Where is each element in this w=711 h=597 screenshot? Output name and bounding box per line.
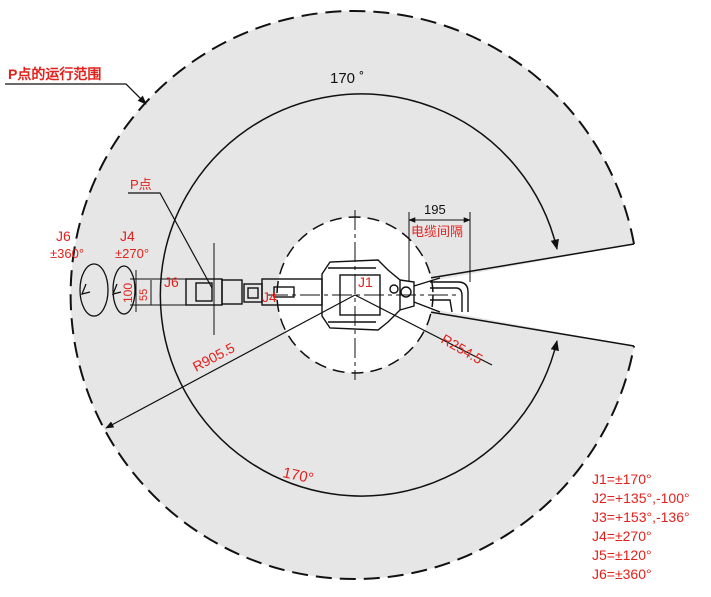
- joint-range-j3: J3=+153°,-136°: [592, 509, 690, 525]
- j6-side-name: J6: [56, 228, 71, 244]
- outer-boundary: [69, 10, 635, 580]
- joint-range-j5: J5=±120°: [592, 547, 652, 563]
- j6-rotation-arrow: [80, 283, 91, 295]
- joint-range-j2: J2=+135°,-100°: [592, 490, 690, 506]
- wedge-edge-bottom: [429, 311, 635, 347]
- arm-j4-label: J4: [262, 289, 277, 305]
- title-label: P点的运行范围: [8, 66, 101, 82]
- robot-arm: [185, 259, 469, 331]
- r-inner-leader: [354, 294, 493, 366]
- j4-side-name: J4: [120, 228, 135, 244]
- j4-side-range: ±270°: [115, 246, 149, 261]
- p-point-leader: [128, 192, 213, 289]
- joint-range-j4: J4=±270°: [592, 528, 652, 544]
- r-outer-leader: [105, 294, 356, 429]
- joint-range-list: J1=±170° J2=+135°,-100° J3=+153°,-136° J…: [592, 471, 690, 582]
- title-leader: [5, 83, 147, 105]
- joint-range-j1: J1=±170°: [592, 471, 652, 487]
- j1-range-arc: [159, 93, 559, 497]
- joint-range-j6: J6=±360°: [592, 566, 652, 582]
- dim-100-label: 100: [121, 283, 135, 303]
- p-point-label: P点: [130, 177, 152, 192]
- j6-rotation-ellipse: [79, 263, 109, 317]
- angle-bottom-label: 170°: [281, 464, 315, 487]
- cable-clearance-label: 电缆间隔: [411, 224, 463, 239]
- wedge-edge-top: [429, 243, 635, 279]
- j4-rotation-arrow: [111, 283, 122, 295]
- angle-top-label: 170 ˚: [330, 70, 364, 87]
- dim-55-label: 55: [138, 289, 150, 301]
- j6-side-range: ±360°: [50, 246, 84, 261]
- arm-j1-label: J1: [358, 274, 373, 290]
- dim-195-label: 195: [424, 202, 446, 217]
- reach-region: [70, 11, 635, 579]
- j4-rotation-ellipse: [112, 265, 136, 315]
- arm-j6-label: J6: [164, 274, 179, 290]
